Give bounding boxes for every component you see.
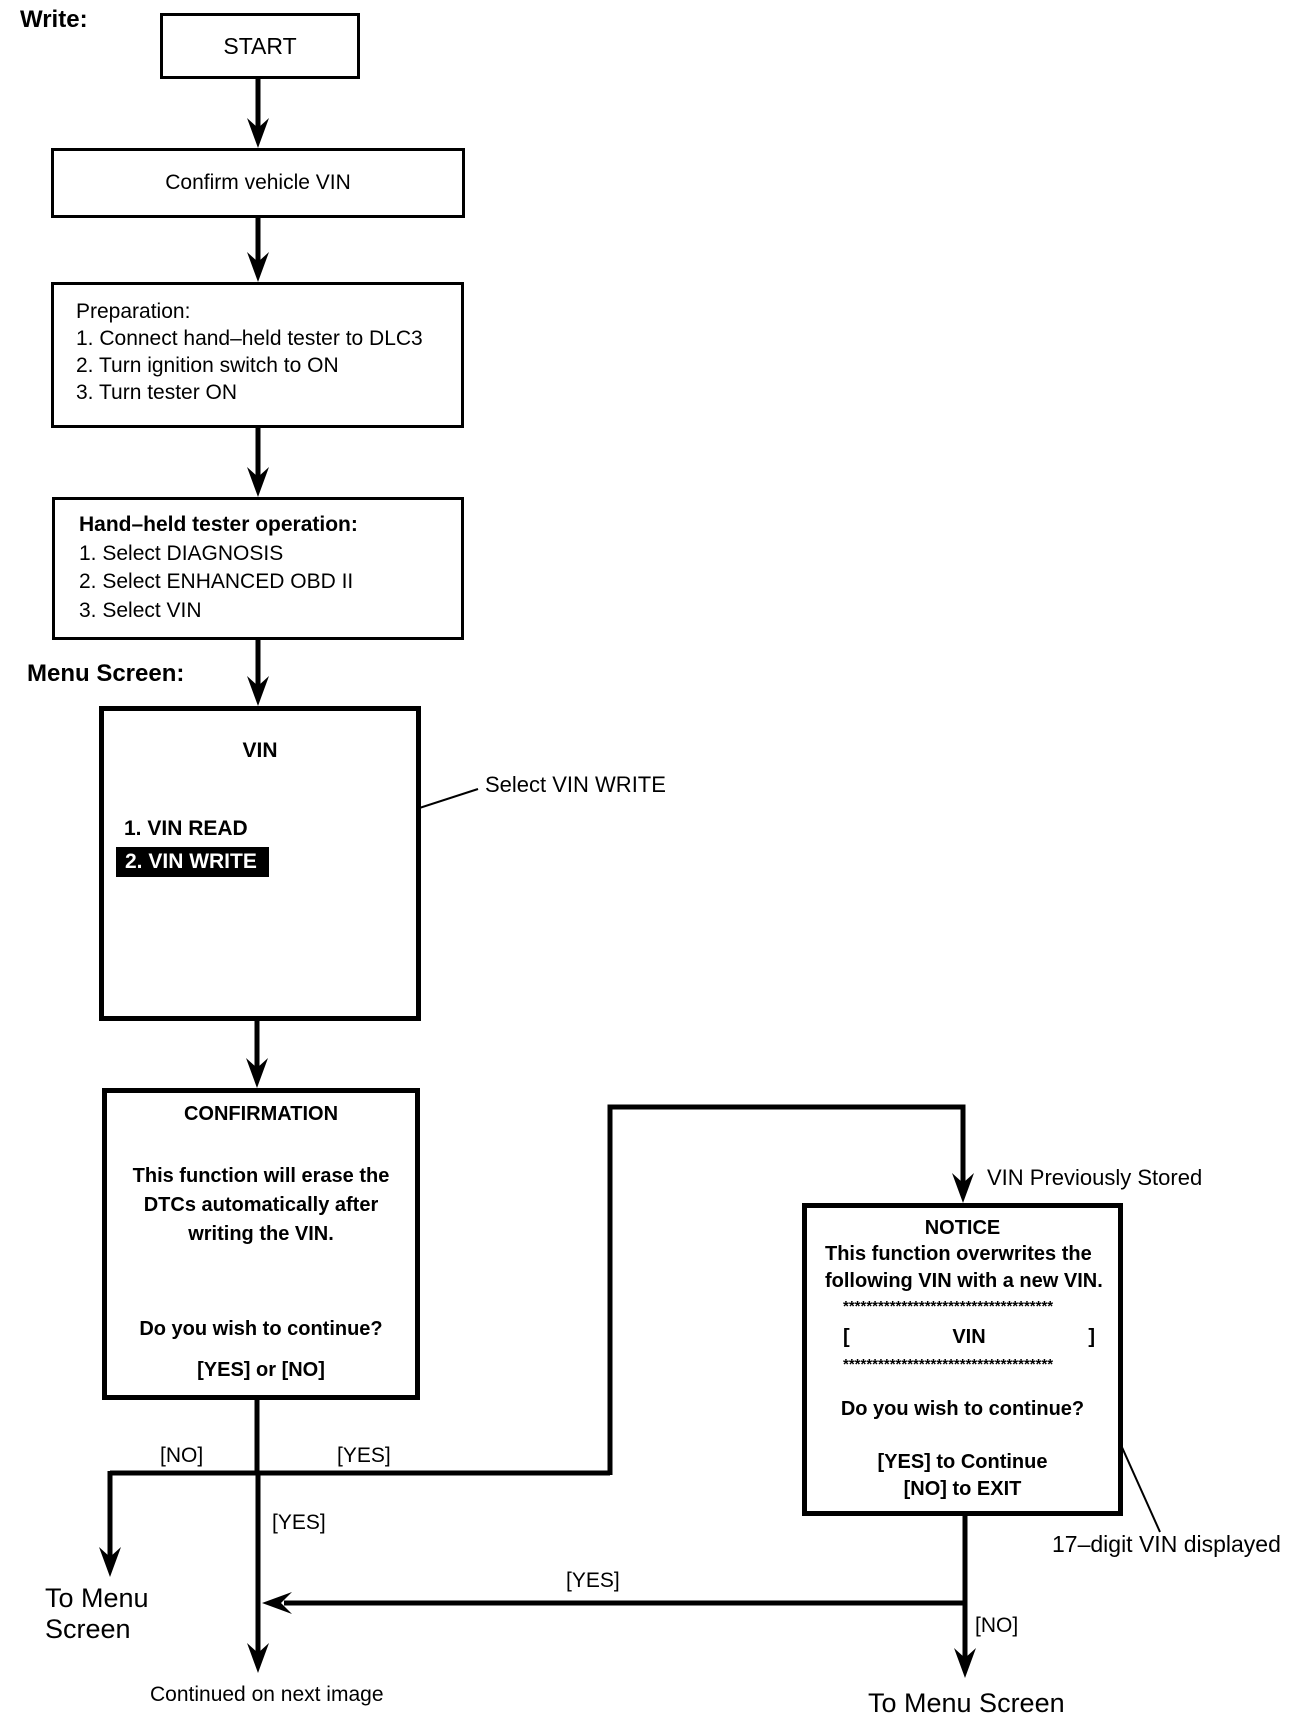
notice-vin-row: [ VIN ]: [843, 1326, 1095, 1349]
notice-option-no: [NO] to EXIT: [903, 1478, 1022, 1500]
notice-title: NOTICE: [924, 1217, 1001, 1239]
menu-item-vin-read: 1. VIN READ: [124, 817, 248, 840]
arrowhead-notice-in: [952, 1173, 974, 1203]
branch-label-no-left: [NO]: [160, 1444, 204, 1467]
tester-operation-step: 2. Select ENHANCED OBD II: [79, 570, 354, 593]
confirmation-body: This function will erase the DTCs automa…: [107, 1162, 415, 1249]
start-node: START: [160, 13, 360, 79]
endpoint-to-menu-screen-left: To Menu Screen: [45, 1583, 149, 1644]
preparation-step: 2. Turn ignition switch to ON: [76, 354, 339, 377]
arrowhead-vinmenu: [247, 676, 269, 706]
preparation-step: 1. Connect hand–held tester to DLC3: [76, 327, 423, 350]
arrowhead-tester: [247, 467, 269, 497]
preparation-step: 3. Turn tester ON: [76, 381, 238, 404]
arrowhead-confirmation: [246, 1058, 268, 1088]
arrowhead-yes-return: [262, 1592, 292, 1614]
tester-operation-title: Hand–held tester operation:: [79, 513, 358, 536]
vin-menu-screen: VIN 1. VIN READ 2. VIN WRITE: [99, 706, 421, 1021]
branch-label-yes-return: [YES]: [566, 1569, 620, 1592]
notice-body-line: This function overwrites the: [825, 1243, 1092, 1265]
notice-question: Do you wish to continue?: [840, 1398, 1085, 1420]
menu-item-vin-write-highlighted: 2. VIN WRITE: [116, 847, 269, 877]
notice-option-yes: [YES] to Continue: [877, 1451, 1048, 1473]
preparation-node: Preparation: 1. Connect hand–held tester…: [51, 282, 464, 428]
notice-bracket-close: ]: [1088, 1326, 1095, 1348]
branch-label-yes-center: [YES]: [272, 1511, 326, 1534]
tester-operation-step: 1. Select DIAGNOSIS: [79, 541, 284, 565]
start-label: START: [223, 32, 297, 59]
vin-previously-stored-label: VIN Previously Stored: [987, 1165, 1203, 1190]
confirmation-body-line: This function will erase the: [132, 1165, 390, 1187]
confirmation-body-line: DTCs automatically after: [143, 1194, 379, 1216]
notice-body-line: following VIN with a new VIN.: [825, 1270, 1103, 1292]
arrowhead-continued: [247, 1643, 269, 1673]
arrowhead-prep: [247, 252, 269, 282]
notice-vin-label: VIN: [952, 1326, 986, 1348]
branch-label-no-notice: [NO]: [975, 1614, 1019, 1637]
confirmation-question: Do you wish to continue?: [139, 1318, 383, 1340]
vin-menu-title: VIN: [242, 739, 278, 762]
notice-bracket-open: [: [843, 1326, 850, 1348]
confirmation-title: CONFIRMATION: [183, 1103, 339, 1125]
confirmation-screen: CONFIRMATION This function will erase th…: [102, 1088, 420, 1400]
confirmation-body-line: writing the VIN.: [188, 1223, 334, 1245]
confirm-vin-label: Confirm vehicle VIN: [165, 171, 351, 194]
preparation-title: Preparation:: [76, 300, 191, 323]
notice-body: This function overwrites the following V…: [825, 1241, 1103, 1295]
endpoint-continued-next-image: Continued on next image: [150, 1683, 384, 1706]
notice-stars-row: ************************************: [843, 1298, 1054, 1315]
tester-operation-step: 3. Select VIN: [79, 598, 202, 622]
endpoint-to-menu-screen-right: To Menu Screen: [868, 1688, 1065, 1718]
notice-stars-row: ************************************: [843, 1356, 1054, 1373]
confirmation-options: [YES] or [NO]: [197, 1359, 325, 1381]
menu-screen-label: Menu Screen:: [27, 660, 185, 687]
notice-screen: NOTICE This function overwrites the foll…: [802, 1203, 1123, 1516]
arrowhead-no-left: [99, 1547, 121, 1577]
confirm-vin-node: Confirm vehicle VIN: [51, 148, 465, 218]
select-vin-write-callout: Select VIN WRITE: [485, 772, 666, 797]
tester-operation-node: Hand–held tester operation: 1. Select DI…: [52, 497, 464, 640]
write-section-label: Write:: [20, 6, 88, 33]
arrowhead-confirm: [247, 118, 269, 148]
branch-label-yes-right: [YES]: [337, 1444, 391, 1467]
seventeen-digit-vin-label: 17–digit VIN displayed: [1052, 1531, 1281, 1557]
arrowhead-notice-no: [954, 1648, 976, 1678]
